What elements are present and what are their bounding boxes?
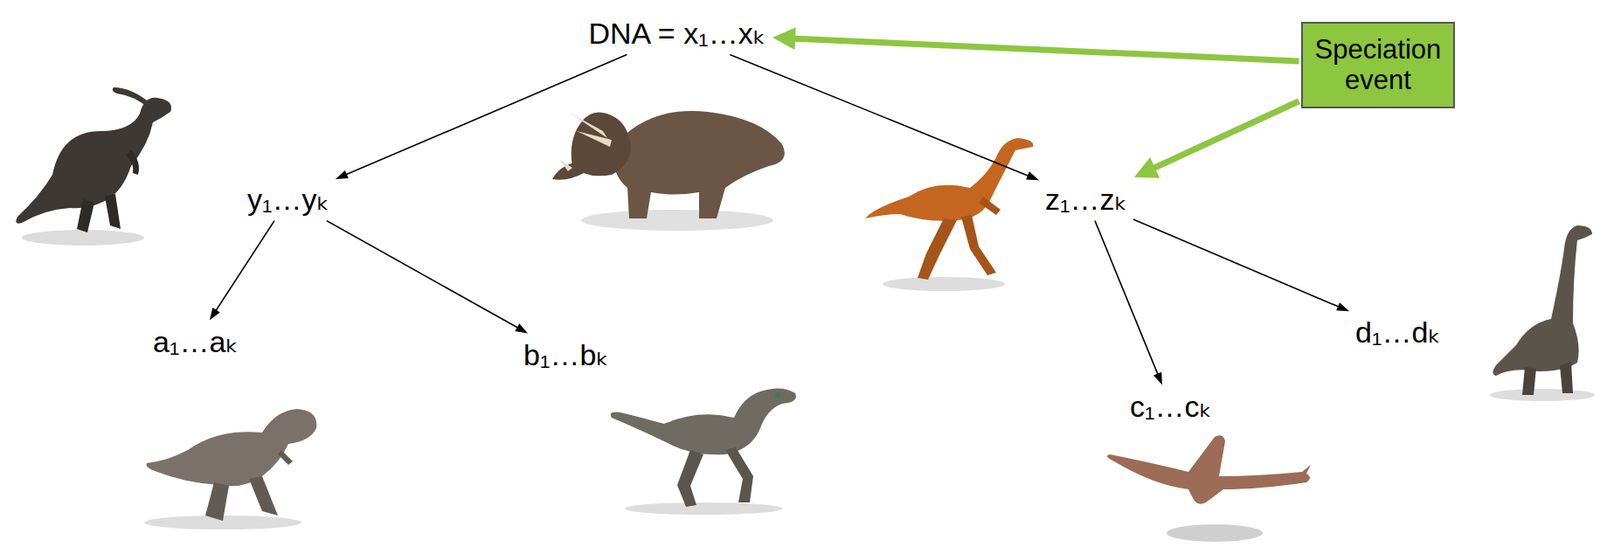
sequence-node: y₁…yₖ <box>243 180 333 219</box>
descent-arrow <box>335 55 627 180</box>
parasaurolophus <box>15 87 172 246</box>
callout-arrow <box>772 27 1299 62</box>
sequence-node: a₁…aₖ <box>149 323 243 361</box>
sequence-label: z₁…zₖ <box>1045 182 1128 217</box>
descent-arrow <box>729 55 1039 181</box>
tyrannosaurus <box>144 408 317 530</box>
sequence-node: d₁…dₖ <box>1351 313 1445 352</box>
connector-line <box>1150 101 1300 170</box>
arrow-head <box>772 27 797 50</box>
connector-line <box>214 221 275 313</box>
sequence-label: y₁…yₖ <box>247 182 330 217</box>
descent-arrow <box>209 221 275 321</box>
callout-box: Speciation event <box>1301 21 1456 109</box>
arrow-head <box>1134 157 1160 179</box>
triceratops <box>552 110 785 231</box>
arrow-head <box>335 170 349 180</box>
arrow-head <box>1336 302 1350 312</box>
sequence-label: b₁…bₖ <box>523 338 610 373</box>
connector-line <box>790 38 1300 62</box>
arrow-head <box>1025 171 1039 181</box>
descent-arrow <box>1094 221 1163 386</box>
brachiosaurus <box>1489 225 1595 402</box>
connector-line <box>326 221 520 329</box>
connector-line <box>1133 219 1341 308</box>
connector-line <box>1094 221 1159 377</box>
connector-line <box>344 55 627 176</box>
pteranodon <box>1107 435 1311 542</box>
descent-arrow <box>1133 219 1350 312</box>
connector-line <box>729 55 1030 177</box>
sequence-label: a₁…aₖ <box>152 325 239 360</box>
sequence-node: c₁…cₖ <box>1126 387 1216 426</box>
sequence-label: d₁…dₖ <box>1355 315 1441 350</box>
arrow-head <box>514 323 528 333</box>
arrow-head <box>1153 372 1163 386</box>
velociraptor <box>610 387 797 515</box>
callout-text: Speciation event <box>1315 34 1442 97</box>
descent-arrow <box>326 221 528 334</box>
sequence-label: c₁…cₖ <box>1129 389 1213 424</box>
gallimimus <box>865 138 1033 291</box>
sequence-node: z₁…zₖ <box>1041 180 1131 219</box>
sequence-node: b₁…bₖ <box>519 336 613 375</box>
sequence-node: DNA = x₁…xₖ <box>585 14 770 53</box>
sequence-label: DNA = x₁…xₖ <box>588 16 767 51</box>
arrow-head <box>209 307 221 320</box>
callout-arrow <box>1134 101 1300 179</box>
